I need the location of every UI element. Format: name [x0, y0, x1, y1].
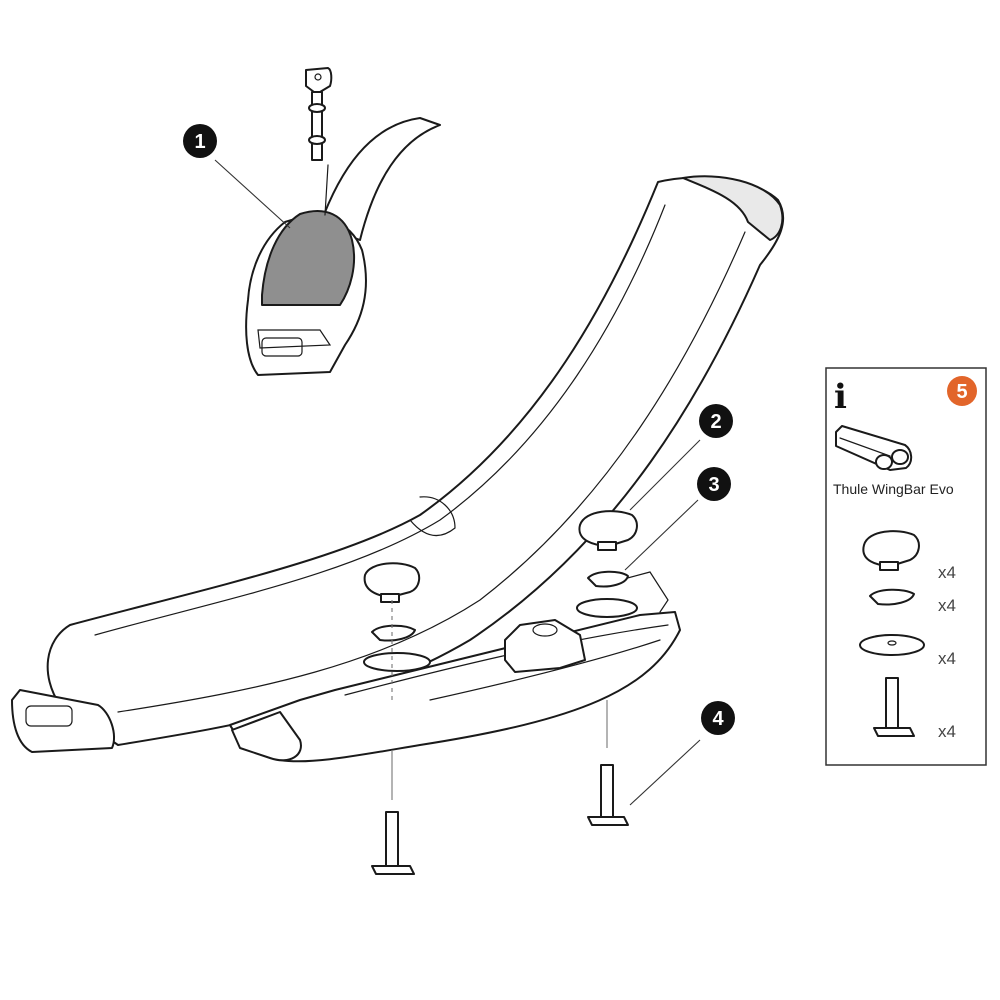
callout-5: 5 [947, 376, 977, 406]
washer-icon [576, 598, 638, 618]
lock-cover [261, 210, 356, 306]
callout-2: 2 [699, 404, 733, 438]
leader-lines [214, 159, 701, 806]
callout-2-label: 2 [710, 411, 721, 433]
callout-1-label: 1 [194, 131, 205, 153]
knob-icon [578, 510, 638, 547]
clamp-block [504, 619, 586, 673]
washer-icon [363, 652, 431, 672]
parts-info-box: i 5 Thule WingBar Evo x4 x4 x4 x4 [825, 367, 987, 766]
callout-3-label: 3 [708, 474, 719, 496]
roof-bar-icon [835, 425, 913, 471]
foot-assembly [11, 175, 785, 763]
lock-detail [245, 67, 441, 376]
qty-washer-small: x4 [938, 596, 956, 615]
callout-4: 4 [701, 701, 735, 735]
washer-icon [869, 588, 915, 606]
washer-icon [587, 570, 629, 588]
t-bolt-icon [371, 811, 415, 875]
callout-3: 3 [697, 467, 731, 501]
washer-icon [371, 624, 416, 642]
qty-t-bolt: x4 [938, 722, 956, 741]
top-end-cap [682, 175, 784, 241]
callout-4-label: 4 [712, 708, 724, 730]
callout-1: 1 [183, 124, 217, 158]
info-icon: i [834, 377, 847, 417]
qty-knob: x4 [938, 563, 956, 582]
hardware-right [576, 510, 638, 826]
callout-5-label: 5 [956, 381, 967, 403]
product-name: Thule WingBar Evo [833, 481, 954, 497]
foot-cover [46, 176, 785, 746]
t-bolt-icon [873, 677, 915, 737]
hardware-left [363, 562, 431, 875]
knob-icon [862, 530, 920, 567]
knob-icon [363, 562, 421, 598]
key-icon [305, 67, 333, 161]
qty-washer-large: x4 [938, 649, 956, 668]
t-bolt-icon [587, 764, 629, 826]
